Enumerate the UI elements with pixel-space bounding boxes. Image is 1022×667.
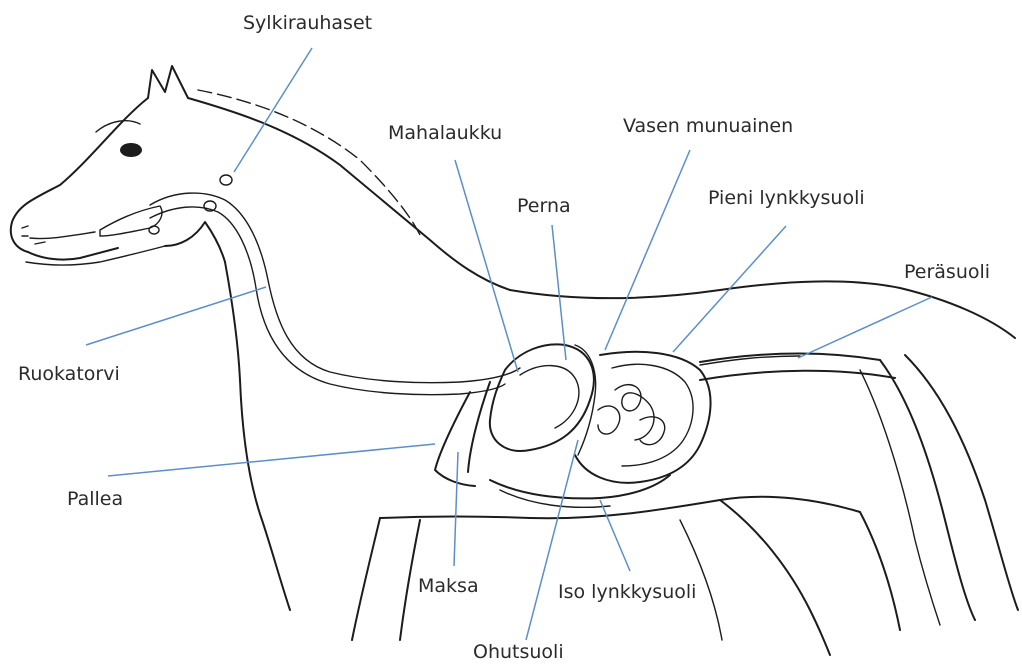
- leader-ohutsuoli: [526, 440, 578, 640]
- leader-vasen-munuainen: [605, 150, 690, 350]
- leader-iso-lynkkysuoli: [600, 500, 630, 571]
- label-perna: Perna: [517, 197, 571, 216]
- leader-pallea: [108, 444, 435, 476]
- leader-maksa: [454, 452, 458, 566]
- eye-mark: [120, 143, 142, 157]
- label-vasen-munuainen: Vasen munuainen: [623, 117, 793, 136]
- digestive-tract: [100, 175, 800, 507]
- leader-sylkirauhaset: [234, 48, 312, 172]
- leader-pieni-lynkkysuoli: [673, 226, 786, 352]
- leader-perna: [552, 225, 566, 360]
- label-ruokatorvi: Ruokatorvi: [18, 365, 120, 384]
- label-perasuoli: Peräsuoli: [904, 263, 990, 282]
- label-ohutsuoli: Ohutsuoli: [473, 643, 564, 662]
- label-iso-lynkkysuoli: Iso lynkkysuoli: [558, 583, 696, 602]
- leader-lines: [86, 48, 932, 640]
- label-pieni-lynkkysuoli: Pieni lynkkysuoli: [708, 189, 865, 208]
- label-maksa: Maksa: [418, 577, 479, 596]
- label-pallea: Pallea: [67, 490, 123, 509]
- leader-perasuoli: [798, 297, 932, 358]
- label-mahalaukku: Mahalaukku: [388, 124, 502, 143]
- label-sylkirauhaset: Sylkirauhaset: [243, 14, 372, 33]
- leader-ruokatorvi: [86, 287, 266, 345]
